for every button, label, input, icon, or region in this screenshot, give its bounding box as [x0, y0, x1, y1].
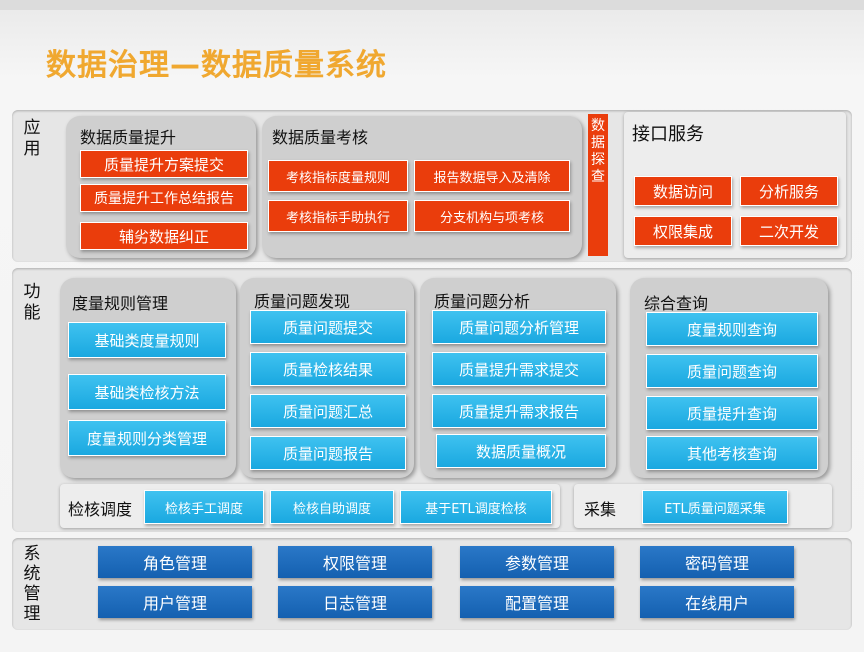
basic-check-method-button[interactable]: 基础类检核方法: [68, 374, 226, 410]
rule-category-mgmt-button[interactable]: 度量规则分类管理: [68, 420, 226, 456]
etl-issue-collect-button[interactable]: ETL质量问题采集: [642, 490, 788, 524]
issue-analysis-mgmt-button[interactable]: 质量问题分析管理: [432, 310, 606, 344]
issue-discovery-title: 质量问题发现: [254, 292, 351, 311]
improve-demand-submit-button[interactable]: 质量提升需求提交: [432, 352, 606, 386]
manual-assess-exec-button[interactable]: 考核指标手助执行: [268, 200, 408, 232]
etl-schedule-check-button[interactable]: 基于ETL调度检核: [400, 490, 552, 524]
data-access-button[interactable]: 数据访问: [634, 176, 732, 206]
quality-improve-title: 数据质量提升: [80, 128, 177, 147]
rule-query-button[interactable]: 度量规则查询: [646, 312, 818, 346]
self-schedule-button[interactable]: 检核自助调度: [270, 490, 394, 524]
improve-demand-report-button[interactable]: 质量提升需求报告: [432, 394, 606, 428]
permission-mgmt-button[interactable]: 权限管理: [278, 546, 432, 578]
user-mgmt-button[interactable]: 用户管理: [98, 586, 252, 618]
top-bar: [0, 0, 864, 10]
quality-overview-button[interactable]: 数据质量概况: [436, 434, 606, 468]
param-mgmt-button[interactable]: 参数管理: [460, 546, 614, 578]
check-result-button[interactable]: 质量检核结果: [250, 352, 406, 386]
analysis-service-button[interactable]: 分析服务: [740, 176, 838, 206]
collect-title: 采集: [584, 500, 617, 519]
func-section-label: 功 能: [23, 282, 41, 323]
issue-submit-button[interactable]: 质量问题提交: [250, 310, 406, 344]
issue-analysis-title: 质量问题分析: [434, 292, 531, 311]
manual-schedule-button[interactable]: 检核手工调度: [144, 490, 264, 524]
improve-query-button[interactable]: 质量提升查询: [646, 396, 818, 430]
assess-metric-rules-button[interactable]: 考核指标度量规则: [268, 160, 408, 192]
basic-metric-rules-button[interactable]: 基础类度量规则: [68, 322, 226, 358]
issue-summary-button[interactable]: 质量问题汇总: [250, 394, 406, 428]
permission-integration-button[interactable]: 权限集成: [634, 216, 732, 246]
query-title: 综合查询: [644, 294, 709, 313]
page-title: 数据治理—数据质量系统: [46, 48, 387, 83]
online-users-button[interactable]: 在线用户: [640, 586, 794, 618]
metric-rules-title: 度量规则管理: [72, 294, 169, 313]
sys-section-label: 系 统 管 理: [23, 544, 41, 624]
quality-assess-title: 数据质量考核: [272, 128, 369, 147]
issue-query-button[interactable]: 质量问题查询: [646, 354, 818, 388]
correct-bad-data-button[interactable]: 辅劣数据纠正: [80, 222, 248, 250]
branch-assess-button[interactable]: 分支机构与项考核: [414, 200, 570, 232]
role-mgmt-button[interactable]: 角色管理: [98, 546, 252, 578]
submit-improve-plan-button[interactable]: 质量提升方案提交: [80, 150, 248, 178]
other-assess-query-button[interactable]: 其他考核查询: [646, 436, 818, 470]
secondary-dev-button[interactable]: 二次开发: [740, 216, 838, 246]
improve-summary-report-button[interactable]: 质量提升工作总结报告: [80, 184, 248, 212]
log-mgmt-button[interactable]: 日志管理: [278, 586, 432, 618]
password-mgmt-button[interactable]: 密码管理: [640, 546, 794, 578]
interface-service-title: 接口服务: [632, 124, 704, 145]
app-section-label: 应 用: [23, 118, 41, 159]
data-explore-button[interactable]: 数 据 探 查: [588, 114, 608, 256]
issue-report-button[interactable]: 质量问题报告: [250, 436, 406, 470]
config-mgmt-button[interactable]: 配置管理: [460, 586, 614, 618]
schedule-title: 检核调度: [68, 500, 133, 519]
report-data-import-button[interactable]: 报告数据导入及清除: [414, 160, 570, 192]
